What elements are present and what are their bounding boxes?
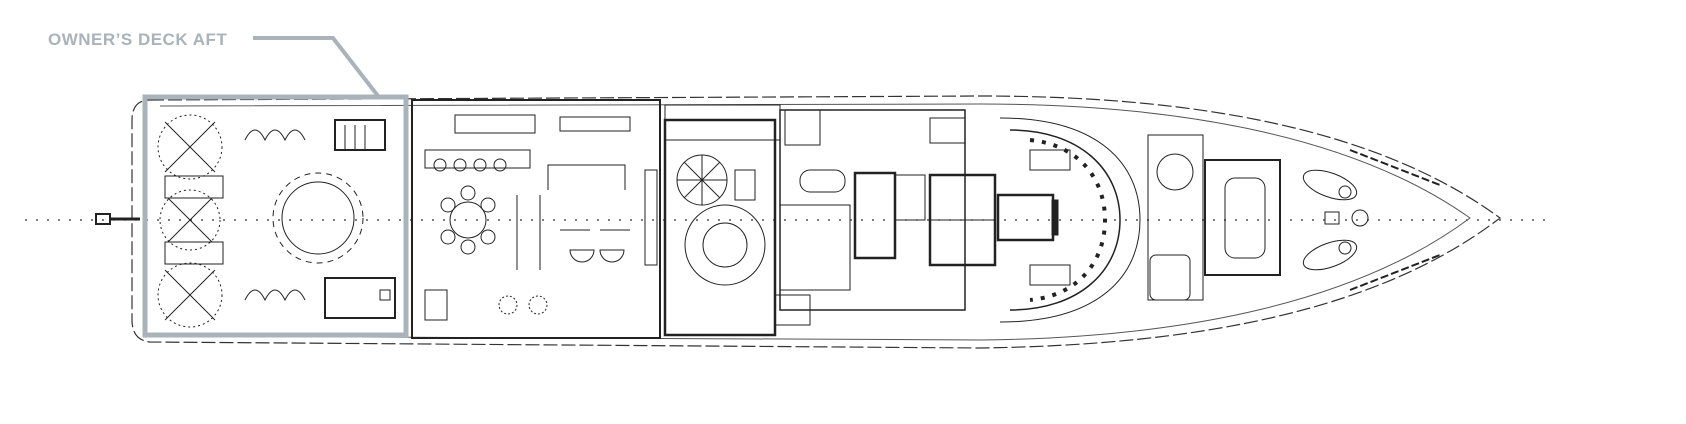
- forward-cabins: [779, 109, 1059, 311]
- main-saloon: [411, 99, 661, 339]
- owners-deck-aft-highlight[interactable]: [142, 94, 409, 338]
- hull-outline: [131, 95, 1502, 349]
- inner-hull-outline: [159, 103, 1471, 341]
- aft-deck-furniture: [157, 114, 396, 328]
- forward-lounge: [999, 117, 1141, 323]
- callout-leader-line: [253, 36, 380, 98]
- owners-deck-aft-label: OWNER’S DECK AFT: [48, 30, 228, 49]
- bow-equipment: [1147, 134, 1441, 301]
- stern-fitting: [95, 213, 111, 225]
